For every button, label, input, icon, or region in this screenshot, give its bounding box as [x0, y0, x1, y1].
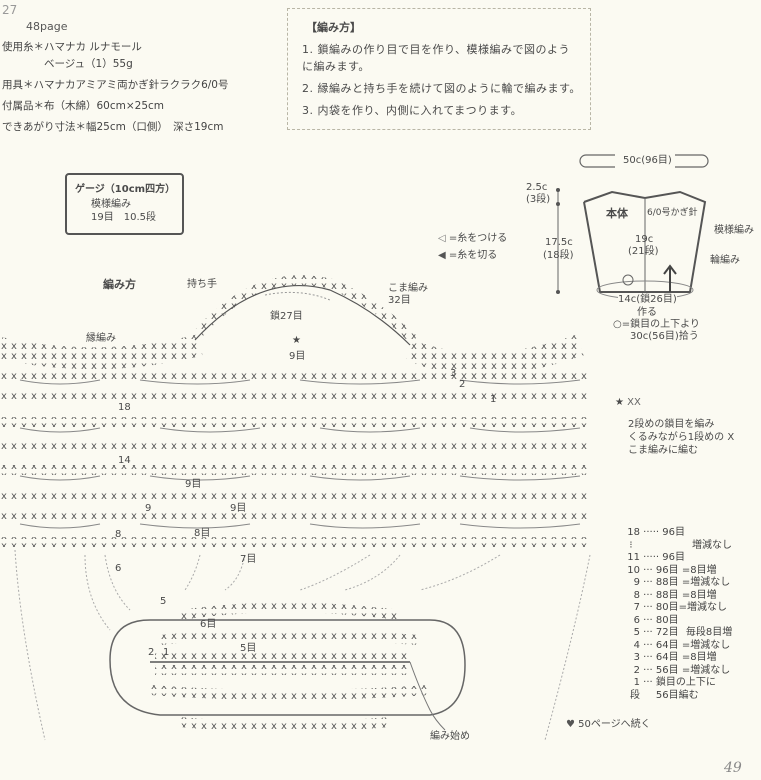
chart-row-1: 1 — [490, 394, 497, 405]
instruction-step-2: 2. 縁編みと持ち手を続けて図のように輪で編みます。 — [302, 82, 581, 95]
chart-title: 編み方 — [103, 278, 136, 291]
row-entry: ⁝増減なし — [629, 539, 732, 551]
chart-row-14: 14 — [118, 455, 131, 466]
schematic-pickup-1: ○=鎖目の上下より — [613, 319, 700, 330]
chart-count-9a: 9目 — [185, 479, 202, 490]
gauge-box: ゲージ（10cm四方） 模様編み 19目 10.5段 — [65, 173, 184, 235]
chart-handle-label: 持ち手 — [187, 279, 217, 290]
chart-star-count: 9目 — [289, 351, 306, 362]
legend-cut: ◀ =糸を切る — [438, 250, 498, 261]
schematic-edge-rows: (3段) — [526, 194, 551, 205]
continue-note: ♥ 50ページへ続く — [566, 719, 651, 730]
schematic-center-rows: (21段) — [628, 246, 659, 257]
schematic-pickup-2: 30c(56目)拾う — [630, 331, 699, 342]
chart-count-6: 6目 — [200, 619, 217, 630]
row-entry: 3 ··· 64目 =8目増 — [633, 652, 717, 663]
chart-sc-count: 32目 — [388, 295, 411, 306]
chart-row-6: 6 — [115, 563, 122, 574]
material-tools: 用具＊ハマナカアミアミ両かぎ針ラクラク6/0号 — [2, 79, 229, 91]
row-entry: 10 ··· 96目 =8目増 — [627, 564, 717, 576]
pattern-number: 27 — [2, 3, 18, 17]
crochet-chart: x — [0, 275, 591, 741]
row-entry: 11 ····· 96目 — [627, 552, 685, 563]
chart-chain27-label: 鎖27目 — [270, 311, 303, 322]
gauge-title: ゲージ（10cm四方） — [75, 184, 176, 195]
chart-start-label: 編み始め — [430, 731, 470, 742]
schematic-body-label: 本体 — [606, 207, 628, 220]
chart-row-3: 3 — [450, 368, 457, 379]
chart-count-5: 5目 — [240, 643, 257, 654]
schematic-edging: 輪編み — [710, 255, 740, 266]
row-entry: 9 ··· 88目 =増減なし — [633, 577, 731, 588]
schematic-hook: 6/0号かぎ針 — [647, 208, 698, 218]
row-entry: 18 ····· 96目 — [627, 527, 685, 538]
chart-count-7: 7目 — [240, 554, 257, 565]
ref-page: 48page — [26, 20, 68, 33]
row-entry: 4 ··· 64目 =増減なし — [633, 639, 731, 651]
star-icon: ★ — [292, 335, 301, 346]
row-entry: 6 ··· 80目 — [633, 614, 679, 626]
schematic-edge-height: 2.5c — [526, 182, 548, 193]
row-entry: 7 ··· 80目=増減なし — [633, 602, 728, 613]
chart-count-9b: 9目 — [230, 503, 247, 514]
schematic-body-height: 17.5c — [545, 237, 573, 248]
open-triangle-icon: ◁ — [438, 233, 446, 244]
chart-edging-label: 縁編み — [86, 333, 116, 344]
row-entry: 8 ··· 88目 =8目増 — [633, 589, 717, 601]
row-entry: 2 ··· 56目 =増減なし — [633, 664, 731, 676]
material-accessories: 付属品＊布（木綿）60cm×25cm — [2, 100, 165, 112]
chart-row-2: 2 — [459, 379, 466, 390]
chart-row-18: 18 — [118, 402, 131, 413]
schematic-base: 14c(鎖26目) — [618, 293, 677, 306]
chart-row-9: 9 — [145, 503, 152, 514]
star-note-icon: ★ ⅩⅩ — [615, 397, 641, 408]
row-entry: 1 ··· 鎖目の上下に — [633, 677, 716, 688]
chart-sc-label: こま編み — [388, 283, 428, 294]
chart-base-row-1: 1 — [163, 647, 170, 658]
star-note: 2段めの鎖目を編み くるみながら1段めの X こま編みに編む — [628, 419, 735, 456]
gauge-values: 19目 10.5段 — [91, 212, 156, 223]
instruction-step-3: 3. 内袋を作り、内側に入れてまつります。 — [302, 104, 523, 117]
row-count-table: 18 ····· 96目 ⁝増減なし 11 ····· 96目 10 ··· 9… — [622, 527, 732, 702]
gauge-pattern: 模様編み — [91, 199, 131, 210]
schematic-top-width: 50c(96目) — [620, 154, 675, 167]
chart-row-8: 8 — [115, 529, 122, 540]
chart-count-8: 8目 — [194, 528, 211, 539]
schematic-stitch-pattern: 模様編み — [714, 225, 754, 236]
page-number: 49 — [724, 760, 742, 776]
row-entry: 段 56目編む — [630, 689, 699, 701]
material-finished-size: できあがり寸法＊幅25cm（口側） 深さ19cm — [2, 121, 224, 133]
materials-list: 使用糸＊ハマナカ ルナモール ベージュ（1）55g 用具＊ハマナカアミアミ両かぎ… — [2, 37, 228, 138]
instructions-box: 【編み方】 1. 鎖編みの作り目で目を作り、模様編みで図のように編みます。 2.… — [287, 8, 591, 130]
heart-icon: ♥ — [566, 719, 575, 730]
instructions-title: 【編み方】 — [306, 21, 361, 34]
instruction-step-1: 1. 鎖編みの作り目で目を作り、模様編みで図のように編みます。 — [302, 43, 571, 73]
chart-base-row-5: 5 — [160, 596, 167, 607]
schematic-body-rows: (18段) — [543, 250, 574, 261]
row-entry: 5 ··· 72目 毎段8目増 — [633, 627, 733, 638]
schematic-center-height: 19c — [635, 234, 654, 245]
material-yarn: 使用糸＊ハマナカ ルナモール — [2, 41, 142, 53]
material-yarn-color: ベージュ（1）55g — [44, 58, 133, 70]
filled-triangle-icon: ◀ — [438, 250, 446, 261]
legend-attach: ◁ =糸をつける — [438, 233, 508, 244]
schematic-base-make: 作る — [637, 307, 657, 318]
chart-base-row-2: 2 — [148, 647, 155, 658]
